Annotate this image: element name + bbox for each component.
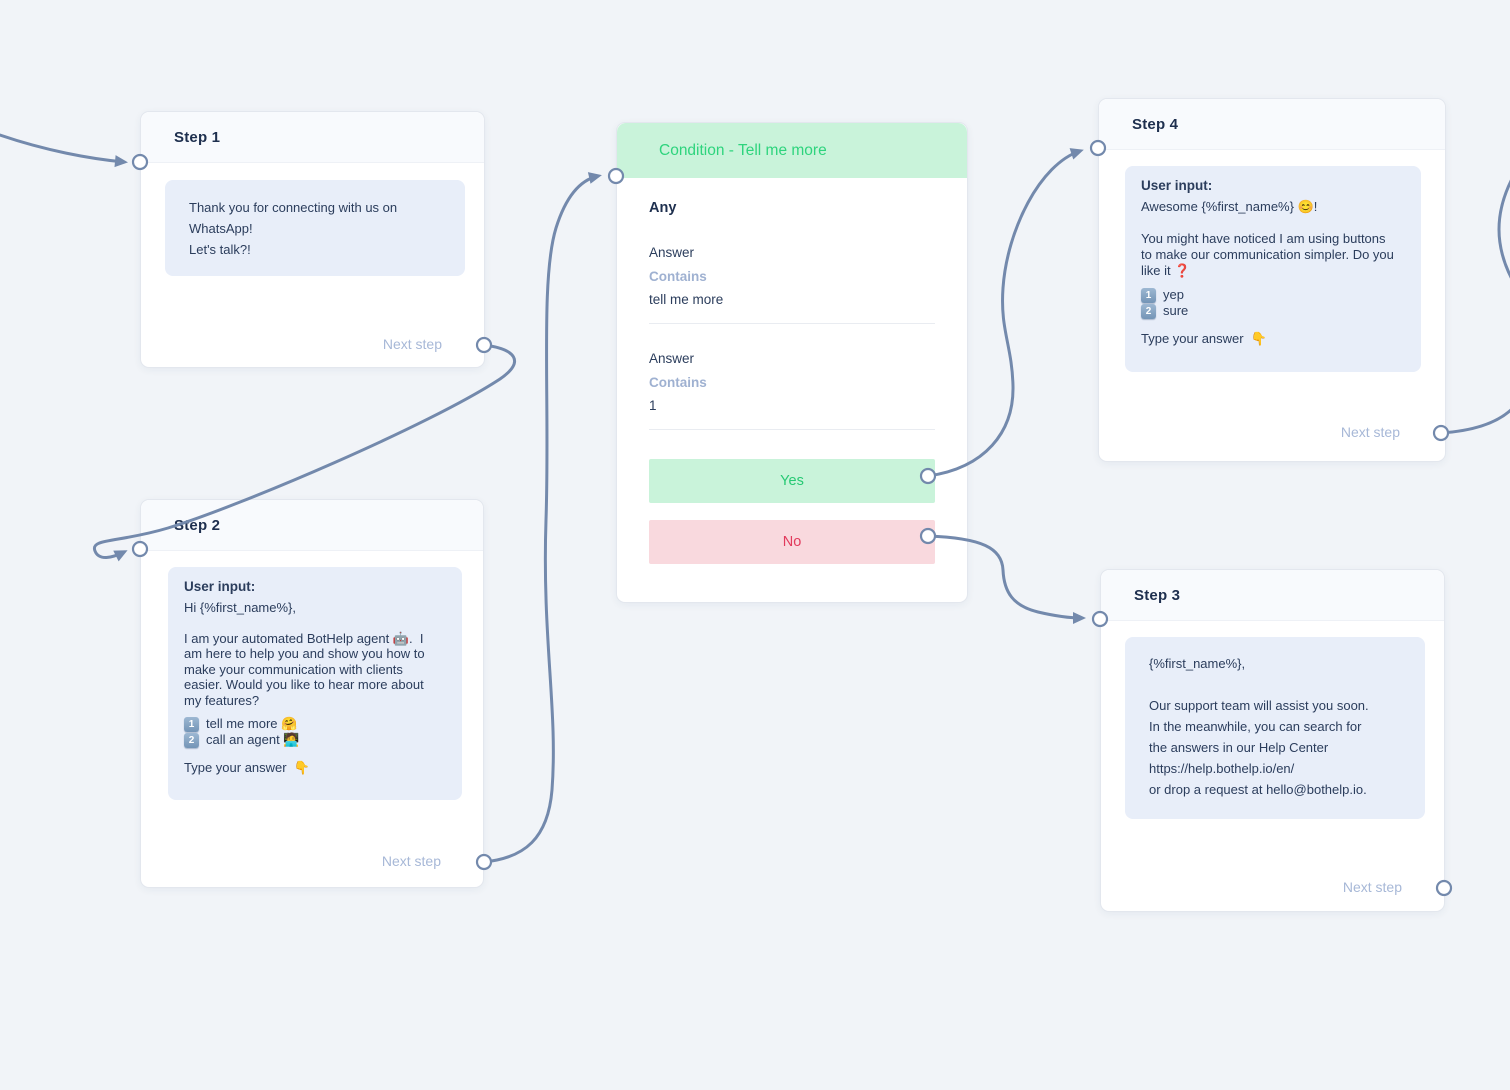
card-step3-header: Step 3 bbox=[1101, 570, 1444, 621]
connector-step2-to-condition bbox=[482, 172, 602, 864]
option-line: 2 sure bbox=[1141, 303, 1405, 319]
condition-no-button[interactable]: No bbox=[649, 520, 935, 564]
option-text: call an agent 🧑‍💻 bbox=[206, 732, 300, 748]
row-divider bbox=[649, 429, 935, 430]
card-step2-message-bubble: User input: Hi {%first_name%}, I am your… bbox=[168, 567, 462, 800]
connector-step4-loop bbox=[1497, 179, 1510, 279]
option-text: tell me more 🤗 bbox=[206, 716, 298, 732]
user-input-label: User input: bbox=[184, 579, 256, 594]
option-text: sure bbox=[1163, 303, 1189, 318]
card-step3-message-text: {%first_name%}, Our support team will as… bbox=[1149, 656, 1369, 797]
card-step4-next-step-button[interactable]: Next step bbox=[1340, 424, 1400, 440]
card-step1[interactable]: Step 1 Thank you for connecting with us … bbox=[140, 111, 485, 368]
connector-step4-out bbox=[1439, 408, 1510, 435]
condition-row-value: tell me more bbox=[649, 292, 724, 307]
card-step4-header: Step 4 bbox=[1099, 99, 1445, 150]
card-step1-next-step-button[interactable]: Next step bbox=[382, 336, 442, 352]
keycap-1-icon: 1 bbox=[1141, 287, 1156, 303]
condition-row: Answer Contains tell me more bbox=[649, 245, 935, 324]
card-step2-options: 1 tell me more 🤗 2 call an agent 🧑‍💻 bbox=[184, 716, 446, 748]
card-step4-options: 1 yep 2 sure bbox=[1141, 287, 1405, 319]
card-step3[interactable]: Step 3 {%first_name%}, Our support team … bbox=[1100, 569, 1445, 912]
card-step1-title: Step 1 bbox=[174, 128, 221, 146]
connector-entry-to-step1 bbox=[0, 133, 128, 168]
keycap-2-icon: 2 bbox=[184, 732, 199, 748]
condition-card[interactable]: Condition - Tell me more Any Answer Cont… bbox=[616, 122, 968, 603]
condition-row-operator: Contains bbox=[649, 375, 707, 390]
card-step4[interactable]: Step 4 User input: Awesome {%first_name%… bbox=[1098, 98, 1446, 462]
card-step2-title: Step 2 bbox=[174, 516, 221, 534]
keycap-1-icon: 1 bbox=[184, 716, 199, 732]
card-step1-message-text: Thank you for connecting with us on What… bbox=[189, 200, 398, 257]
condition-match-mode: Any bbox=[649, 200, 677, 216]
condition-body: Any Answer Contains tell me more Answer … bbox=[617, 178, 967, 564]
condition-row-field: Answer bbox=[649, 351, 695, 366]
card-step3-next-step-button[interactable]: Next step bbox=[1342, 879, 1402, 895]
card-step3-message-bubble: {%first_name%}, Our support team will as… bbox=[1125, 637, 1425, 819]
condition-row: Answer Contains 1 bbox=[649, 351, 935, 430]
card-step1-message-bubble: Thank you for connecting with us on What… bbox=[165, 180, 465, 276]
card-step2-header: Step 2 bbox=[141, 500, 483, 551]
type-your-answer-text: Type your answer 👇 bbox=[1141, 331, 1268, 346]
option-line: 1 tell me more 🤗 bbox=[184, 716, 446, 732]
condition-yes-button[interactable]: Yes bbox=[649, 459, 935, 503]
card-step4-title: Step 4 bbox=[1132, 115, 1179, 133]
row-divider bbox=[649, 323, 935, 324]
user-input-label: User input: bbox=[1141, 178, 1213, 193]
condition-title: Condition - Tell me more bbox=[659, 141, 827, 159]
card-step4-message-text: Awesome {%first_name%} 😊! You might have… bbox=[1141, 199, 1394, 278]
condition-row-value: 1 bbox=[649, 398, 657, 413]
keycap-2-icon: 2 bbox=[1141, 303, 1156, 319]
condition-row-operator: Contains bbox=[649, 269, 707, 284]
option-line: 2 call an agent 🧑‍💻 bbox=[184, 732, 446, 748]
card-step2-next-step-button[interactable]: Next step bbox=[381, 853, 441, 869]
condition-header: Condition - Tell me more bbox=[617, 123, 967, 178]
card-step4-message-bubble: User input: Awesome {%first_name%} 😊! Yo… bbox=[1125, 166, 1421, 372]
card-step1-header: Step 1 bbox=[141, 112, 484, 163]
condition-row-field: Answer bbox=[649, 245, 695, 260]
option-text: yep bbox=[1163, 287, 1184, 302]
option-line: 1 yep bbox=[1141, 287, 1405, 303]
card-step2-message-text: Hi {%first_name%}, I am your automated B… bbox=[184, 599, 425, 708]
card-step2[interactable]: Step 2 User input: Hi {%first_name%}, I … bbox=[140, 499, 484, 888]
type-your-answer-text: Type your answer 👇 bbox=[184, 760, 311, 775]
card-step3-title: Step 3 bbox=[1134, 586, 1181, 604]
